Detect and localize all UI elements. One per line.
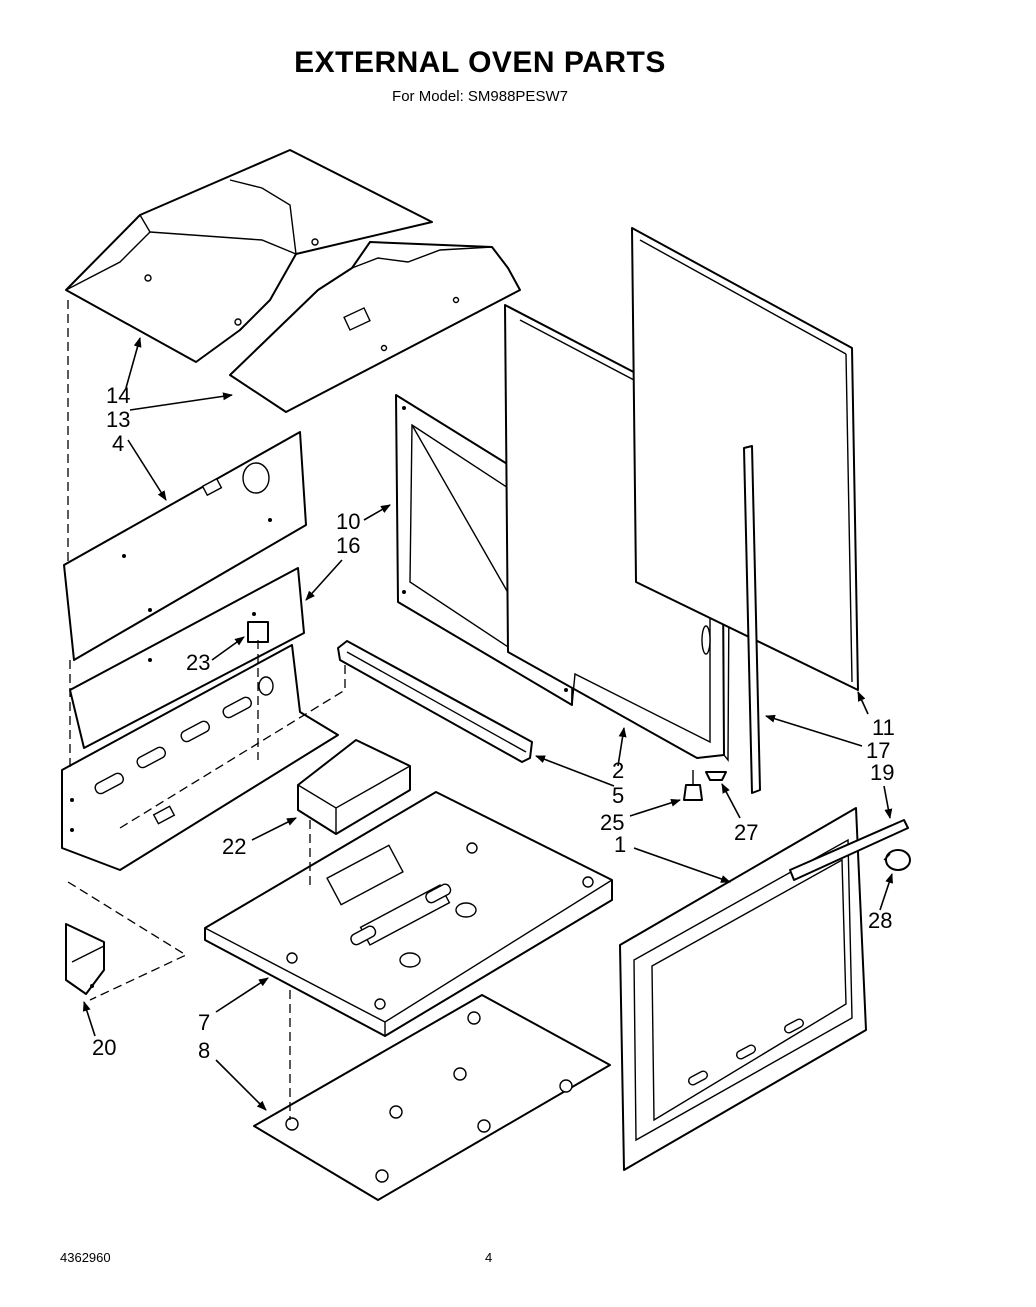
part-17-door-side-trim bbox=[743, 445, 761, 794]
callout-17: 17 bbox=[866, 738, 890, 763]
part-16-lower-back-panel bbox=[69, 567, 305, 749]
callout-5: 5 bbox=[612, 783, 624, 808]
callout-16: 16 bbox=[336, 533, 360, 558]
callout-27: 27 bbox=[734, 820, 758, 845]
part-14-top-cover bbox=[65, 149, 433, 363]
part-13-top-rear-panel bbox=[229, 241, 521, 413]
part-5-support-rail bbox=[337, 640, 533, 763]
back-frame bbox=[61, 644, 339, 871]
page-title: EXTERNAL OVEN PARTS bbox=[294, 46, 666, 79]
callout-25: 25 bbox=[600, 810, 624, 835]
part-20-corner-bracket bbox=[65, 923, 105, 995]
part-4-upper-back-panel bbox=[63, 431, 307, 661]
callout-13: 13 bbox=[106, 407, 130, 432]
callout-23: 23 bbox=[186, 650, 210, 675]
part-1-oven-front-frame bbox=[619, 807, 867, 1171]
document-number: 4362960 bbox=[60, 1250, 111, 1265]
part-23-bracket bbox=[247, 621, 269, 643]
callout-14: 14 bbox=[106, 383, 130, 408]
callout-28: 28 bbox=[868, 908, 892, 933]
part-25-hinge-screw bbox=[683, 770, 703, 801]
page-number: 4 bbox=[485, 1250, 493, 1265]
assembly-guide-lines bbox=[67, 300, 346, 1120]
model-subtitle: For Model: SM988PESW7 bbox=[392, 88, 568, 105]
callout-labels: 14 13 4 10 16 23 22 20 7 8 2 5 25 27 1 1… bbox=[92, 383, 895, 1063]
callout-20: 20 bbox=[92, 1035, 116, 1060]
callout-1: 1 bbox=[614, 832, 626, 857]
callout-19: 19 bbox=[870, 760, 894, 785]
callout-4: 4 bbox=[112, 431, 124, 456]
part-8-bottom-panel bbox=[253, 994, 611, 1201]
callout-2: 2 bbox=[612, 758, 624, 783]
callout-22: 22 bbox=[222, 834, 246, 859]
part-7-oven-bottom-tray bbox=[204, 791, 613, 1037]
part-28-knob bbox=[883, 849, 911, 871]
callout-10: 10 bbox=[336, 509, 360, 534]
leader-arrows bbox=[82, 337, 893, 1111]
callout-8: 8 bbox=[198, 1038, 210, 1063]
part-19-rod bbox=[789, 819, 909, 881]
part-22-cover-box bbox=[297, 739, 411, 835]
callout-7: 7 bbox=[198, 1010, 210, 1035]
callout-11: 11 bbox=[872, 715, 895, 740]
part-27-clip bbox=[705, 771, 727, 781]
